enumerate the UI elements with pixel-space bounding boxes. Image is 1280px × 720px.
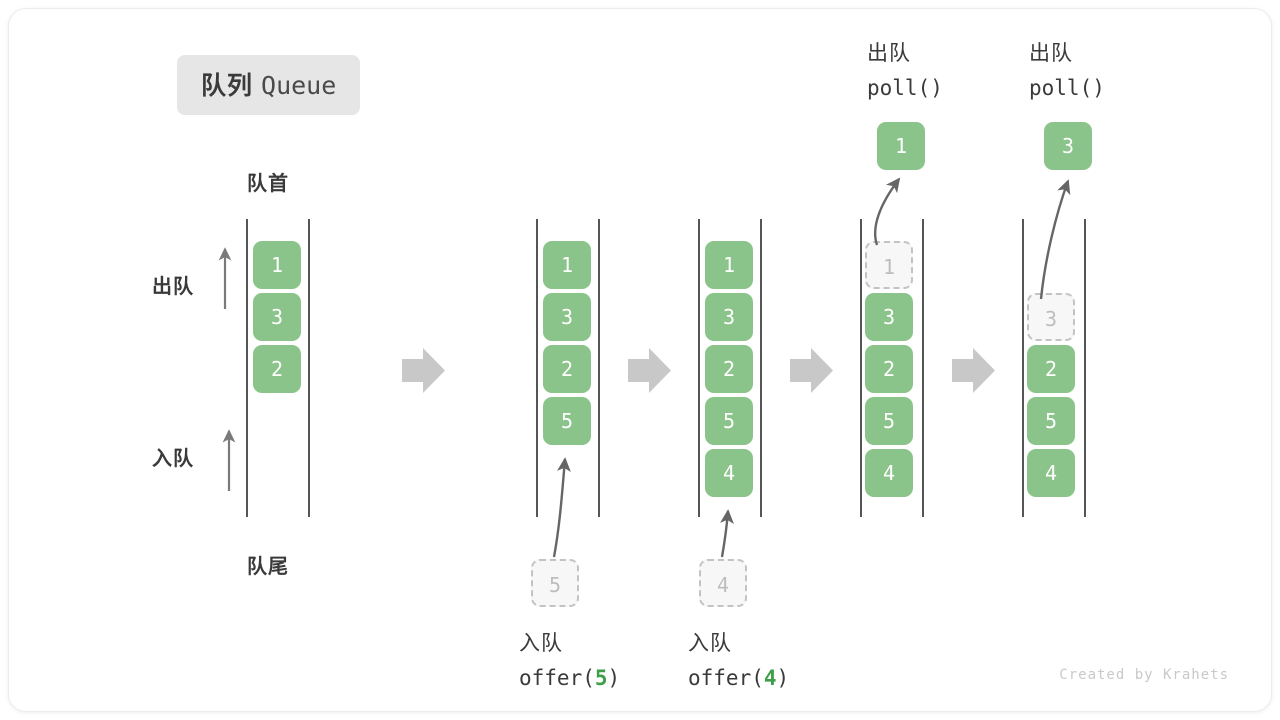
- caption-poll-3: 出队 poll(): [1029, 37, 1105, 105]
- enqueue-side-label: 入队: [152, 448, 194, 470]
- queue-cell: 5: [1027, 397, 1075, 445]
- insert-arrow-4: [720, 509, 734, 558]
- fn-arg: 4: [763, 666, 777, 690]
- transition-arrow: [402, 348, 445, 393]
- rail-left: [698, 219, 700, 517]
- pop-arrow-3: [1039, 179, 1071, 300]
- fn-prefix: poll(: [1029, 76, 1093, 100]
- caption-poll-1: 出队 poll(): [867, 37, 943, 105]
- rear-label: 队尾: [247, 556, 289, 578]
- queue-cell: 1: [543, 241, 591, 289]
- queue-cell: 4: [705, 449, 753, 497]
- title-en: Queue: [261, 71, 337, 100]
- rail-right: [308, 219, 310, 517]
- rail-right: [598, 219, 600, 517]
- title-cn: 队列: [201, 72, 254, 100]
- caption-fn: offer(4): [688, 661, 789, 695]
- pop-arrow-1: [874, 177, 901, 246]
- queue-cell: 5: [543, 397, 591, 445]
- queue-cell: 4: [1027, 449, 1075, 497]
- rail-right: [922, 219, 924, 517]
- rail-left: [860, 219, 862, 517]
- queue-cell: 5: [705, 397, 753, 445]
- rail-left: [536, 219, 538, 517]
- queue-cell: 2: [1027, 345, 1075, 393]
- fn-suffix: ): [1092, 76, 1105, 100]
- queue-cell: 5: [865, 397, 913, 445]
- queue-cell: 4: [865, 449, 913, 497]
- transition-arrow: [952, 348, 995, 393]
- transition-arrow: [790, 348, 833, 393]
- popped-cell: 3: [1044, 122, 1092, 170]
- caption-cn: 入队: [688, 632, 732, 655]
- rail-right: [760, 219, 762, 517]
- caption-offer-5: 入队 offer(5): [519, 627, 620, 695]
- fn-prefix: offer(: [688, 666, 764, 690]
- incoming-ghost-cell: 4: [699, 559, 747, 607]
- incoming-ghost-cell: 5: [531, 559, 579, 607]
- caption-fn: poll(): [867, 71, 943, 105]
- fn-suffix: ): [930, 76, 943, 100]
- fn-prefix: poll(: [867, 76, 931, 100]
- fn-arg: 5: [594, 666, 608, 690]
- fn-prefix: offer(: [519, 666, 595, 690]
- caption-cn: 出队: [1029, 42, 1073, 65]
- caption-cn: 出队: [867, 42, 911, 65]
- queue-cell: 2: [253, 345, 301, 393]
- rail-right: [1084, 219, 1086, 517]
- queue-cell: 2: [543, 345, 591, 393]
- rail-left: [246, 219, 248, 517]
- queue-cell: 2: [865, 345, 913, 393]
- fn-suffix: ): [607, 666, 621, 690]
- insert-arrow-5: [552, 457, 571, 558]
- fn-suffix: ): [776, 666, 790, 690]
- queue-cell-ghost: 1: [865, 241, 913, 289]
- front-label: 队首: [247, 173, 289, 195]
- watermark: Created by Krahets: [1059, 667, 1229, 683]
- arrow-overlay: [218, 177, 1071, 558]
- dequeue-side-label: 出队: [152, 276, 194, 298]
- caption-cn: 入队: [519, 632, 563, 655]
- queue-cell: 3: [253, 293, 301, 341]
- queue-cell: 3: [865, 293, 913, 341]
- rail-left: [1022, 219, 1024, 517]
- queue-cell: 3: [705, 293, 753, 341]
- caption-fn: offer(5): [519, 661, 620, 695]
- queue-cell: 1: [253, 241, 301, 289]
- queue-cell: 3: [543, 293, 591, 341]
- queue-cell: 1: [705, 241, 753, 289]
- caption-fn: poll(): [1029, 71, 1105, 105]
- popped-cell: 1: [877, 122, 925, 170]
- queue-cell-ghost: 3: [1027, 293, 1075, 341]
- queue-cell: 2: [705, 345, 753, 393]
- caption-offer-4: 入队 offer(4): [688, 627, 789, 695]
- transition-arrow: [628, 348, 671, 393]
